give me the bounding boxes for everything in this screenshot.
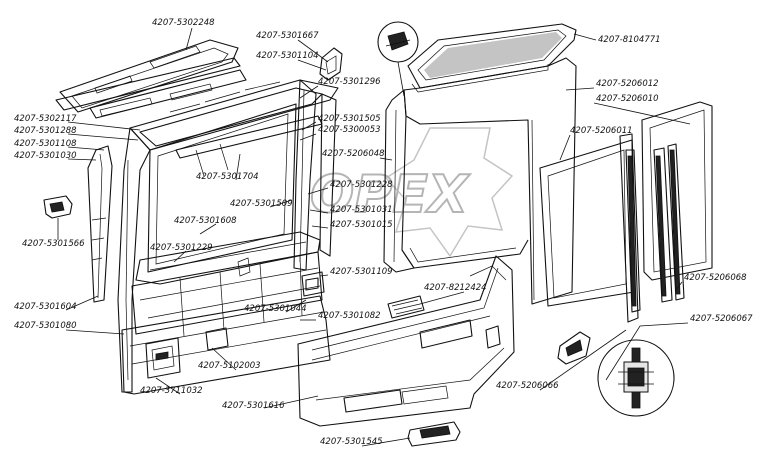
part-number-label: 4207-5206066 — [496, 381, 559, 391]
leader-lines — [57, 27, 691, 447]
part-number-label: 4207-5301228 — [330, 180, 393, 190]
part-number-label: 4207-5301108 — [14, 139, 77, 149]
part-number-label: 4207-5206012 — [596, 79, 659, 89]
part-number-label: 4207-5206068 — [684, 273, 747, 283]
small-bracket-left — [43, 195, 73, 219]
part-number-label: 4207-8104771 — [598, 35, 661, 45]
side-panel-seals — [539, 133, 641, 323]
watermark-text: OPEX — [310, 165, 471, 225]
part-number-label: 4207-5301505 — [318, 114, 381, 124]
part-number-label: 4207-5301109 — [330, 267, 393, 277]
part-number-label: 4207-5301288 — [14, 126, 77, 136]
part-number-label: 4207-5206011 — [570, 126, 633, 136]
part-number-label: 4207-5206067 — [690, 314, 753, 324]
seal-section-detail — [597, 339, 675, 417]
part-number-label: 4207-3711032 — [140, 386, 203, 396]
roof-visor-part — [55, 39, 247, 119]
part-number-label: 4207-5302248 — [152, 18, 215, 28]
part-number-label: 4207-5301604 — [14, 302, 77, 312]
part-number-label: 4207-5301608 — [174, 216, 237, 226]
part-number-label: 4207-5301031 — [330, 205, 393, 215]
part-number-label: 4207-5301229 — [150, 243, 213, 253]
part-number-label: 4207-5301080 — [14, 321, 77, 331]
part-number-label: 4207-5301296 — [318, 77, 381, 87]
part-number-label: 4207-5301616 — [222, 401, 285, 411]
part-number-label: 4207-5301044 — [244, 304, 307, 314]
cab-frame — [117, 79, 339, 395]
top-bracket-parts — [319, 47, 343, 81]
part-number-label: 4207-5301015 — [330, 220, 393, 230]
grille-insert — [387, 295, 425, 319]
part-number-label: 4207-5301545 — [320, 437, 383, 447]
part-number-label: 4207-5301030 — [14, 151, 77, 161]
left-trim-strip — [87, 145, 113, 303]
part-number-label: 4207-5301509 — [230, 199, 293, 209]
part-number-label: 4207-5302117 — [14, 114, 77, 124]
part-number-label: 4207-5301667 — [256, 31, 319, 41]
part-number-label: 4207-5300053 — [318, 125, 381, 135]
part-number-label: 4207-5301566 — [22, 239, 85, 249]
rear-wall-panel — [383, 57, 577, 305]
watermark-logo: OPEX — [309, 127, 514, 258]
part-number-labels: 4207-5302248 4207-5301667 4207-5301104 4207… — [14, 18, 753, 447]
part-number-label: 4207-5301082 — [318, 311, 381, 321]
part-number-label: 4207-5206048 — [322, 149, 385, 159]
door-panel-right — [641, 101, 713, 303]
bottom-trim-piece — [407, 421, 461, 447]
part-number-label: 4207-8212424 — [424, 283, 487, 293]
part-number-label: 4207-5102003 — [198, 361, 261, 371]
part-number-label: 4207-5206010 — [596, 94, 659, 104]
part-number-label: 4207-5301704 — [196, 172, 259, 182]
clip-section-detail — [377, 21, 419, 97]
front-fascia — [297, 255, 515, 427]
roof-panel-part — [407, 23, 577, 93]
door-clip — [557, 331, 591, 365]
part-number-label: 4207-5301104 — [256, 51, 319, 61]
